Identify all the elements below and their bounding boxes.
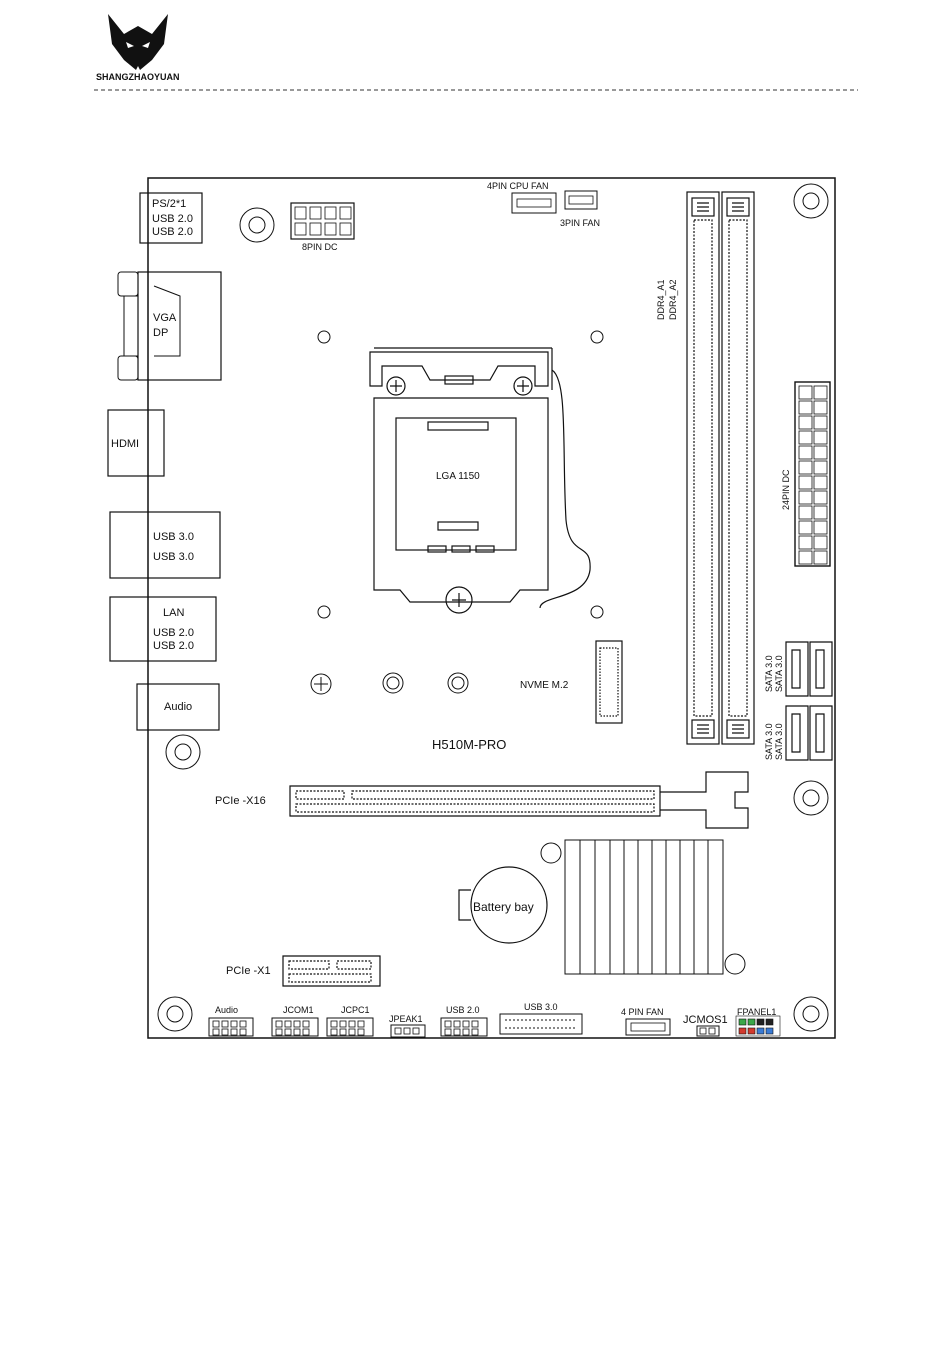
- io-ps2-usb: PS/2*1 USB 2.0 USB 2.0: [139, 192, 203, 244]
- io-hdmi: HDMI: [107, 409, 165, 477]
- header-jcpc1-label: JCPC1: [341, 1005, 370, 1015]
- battery-label: Battery bay: [473, 900, 534, 914]
- header-fpanel1-label: FPANEL1: [737, 1007, 776, 1017]
- io-usb2-label-d: USB 2.0: [153, 640, 194, 652]
- io-lan-usb: LAN USB 2.0 USB 2.0: [109, 596, 217, 662]
- cpu-socket-label: LGA 1150: [436, 471, 480, 482]
- io-hdmi-label: HDMI: [111, 438, 139, 450]
- battery-bay: [458, 866, 548, 944]
- io-usb2-label-c: USB 2.0: [153, 627, 194, 639]
- power-8pin-connector: 8PIN DC: [290, 202, 355, 252]
- header-jcom1-label: JCOM1: [283, 1005, 314, 1015]
- cpu-socket: [369, 347, 591, 614]
- io-usb2-label-b: USB 2.0: [152, 226, 193, 238]
- header-fan4-label: 4 PIN FAN: [621, 1007, 664, 1017]
- nvme-m2-slot: [595, 640, 623, 724]
- nvme-label: NVME M.2: [520, 680, 569, 691]
- io-vga-label: VGA: [153, 312, 177, 324]
- pcie-x1-label: PCIe -X1: [226, 965, 271, 977]
- io-ps2-label: PS/2*1: [152, 198, 186, 210]
- fan3-label: 3PIN FAN: [560, 218, 600, 228]
- sata-label-2: SATA 3.0: [774, 655, 784, 692]
- pcie-x16-label: PCIe -X16: [215, 795, 266, 807]
- header-audio-label: Audio: [215, 1005, 238, 1015]
- dimm-a2-label: DDR4_A2: [668, 279, 678, 320]
- header-usb2-label: USB 2.0: [446, 1005, 480, 1015]
- header-jpeak1-label: JPEAK1: [389, 1014, 423, 1024]
- header-jcmos1-label: JCMOS1: [683, 1014, 728, 1026]
- dimm-slot-a1: [686, 191, 720, 745]
- io-dp-label: DP: [153, 327, 168, 339]
- pcie-x1-slot: [282, 955, 381, 987]
- io-audio: Audio: [136, 683, 220, 731]
- cpu-fan-header: 4PIN CPU FAN: [487, 181, 557, 214]
- pcie-x16-slot: [289, 771, 749, 829]
- chipset-heatsink: [564, 839, 724, 975]
- mounting-hole-icon: [157, 183, 829, 1032]
- header-usb3-label: USB 3.0: [524, 1002, 558, 1012]
- board-outline: [147, 177, 836, 1039]
- fan3-header: 3PIN FAN: [560, 190, 600, 228]
- fpanel-header: [735, 1015, 781, 1037]
- io-audio-label: Audio: [164, 701, 192, 713]
- power-24pin-connector: [794, 381, 831, 567]
- io-lan-label: LAN: [163, 607, 184, 619]
- board-model-label: H510M-PRO: [432, 737, 506, 752]
- dimm-a1-label: DDR4_A1: [656, 279, 666, 320]
- sata-ports: [785, 641, 833, 761]
- power-8pin-label: 8PIN DC: [302, 242, 338, 252]
- wolf-head-logo-icon: [108, 14, 168, 70]
- bottom-headers: [208, 1013, 720, 1038]
- io-usb3-label-a: USB 3.0: [153, 531, 194, 543]
- sata-label-4: SATA 3.0: [774, 723, 784, 760]
- cpu-fan-label: 4PIN CPU FAN: [487, 181, 549, 191]
- dimm-slot-a2: [721, 191, 755, 745]
- sata-label-3: SATA 3.0: [764, 723, 774, 760]
- io-usb2-label-a: USB 2.0: [152, 213, 193, 225]
- standoff-icon: [310, 672, 469, 695]
- brand-name: SHANGZHAOYUAN: [96, 72, 180, 82]
- power-24pin-label: 24PIN DC: [781, 469, 791, 510]
- io-vga-dp: VGA DP: [117, 271, 222, 381]
- io-usb3-label-b: USB 3.0: [153, 551, 194, 563]
- io-usb3: USB 3.0 USB 3.0: [109, 511, 221, 579]
- sata-label-1: SATA 3.0: [764, 655, 774, 692]
